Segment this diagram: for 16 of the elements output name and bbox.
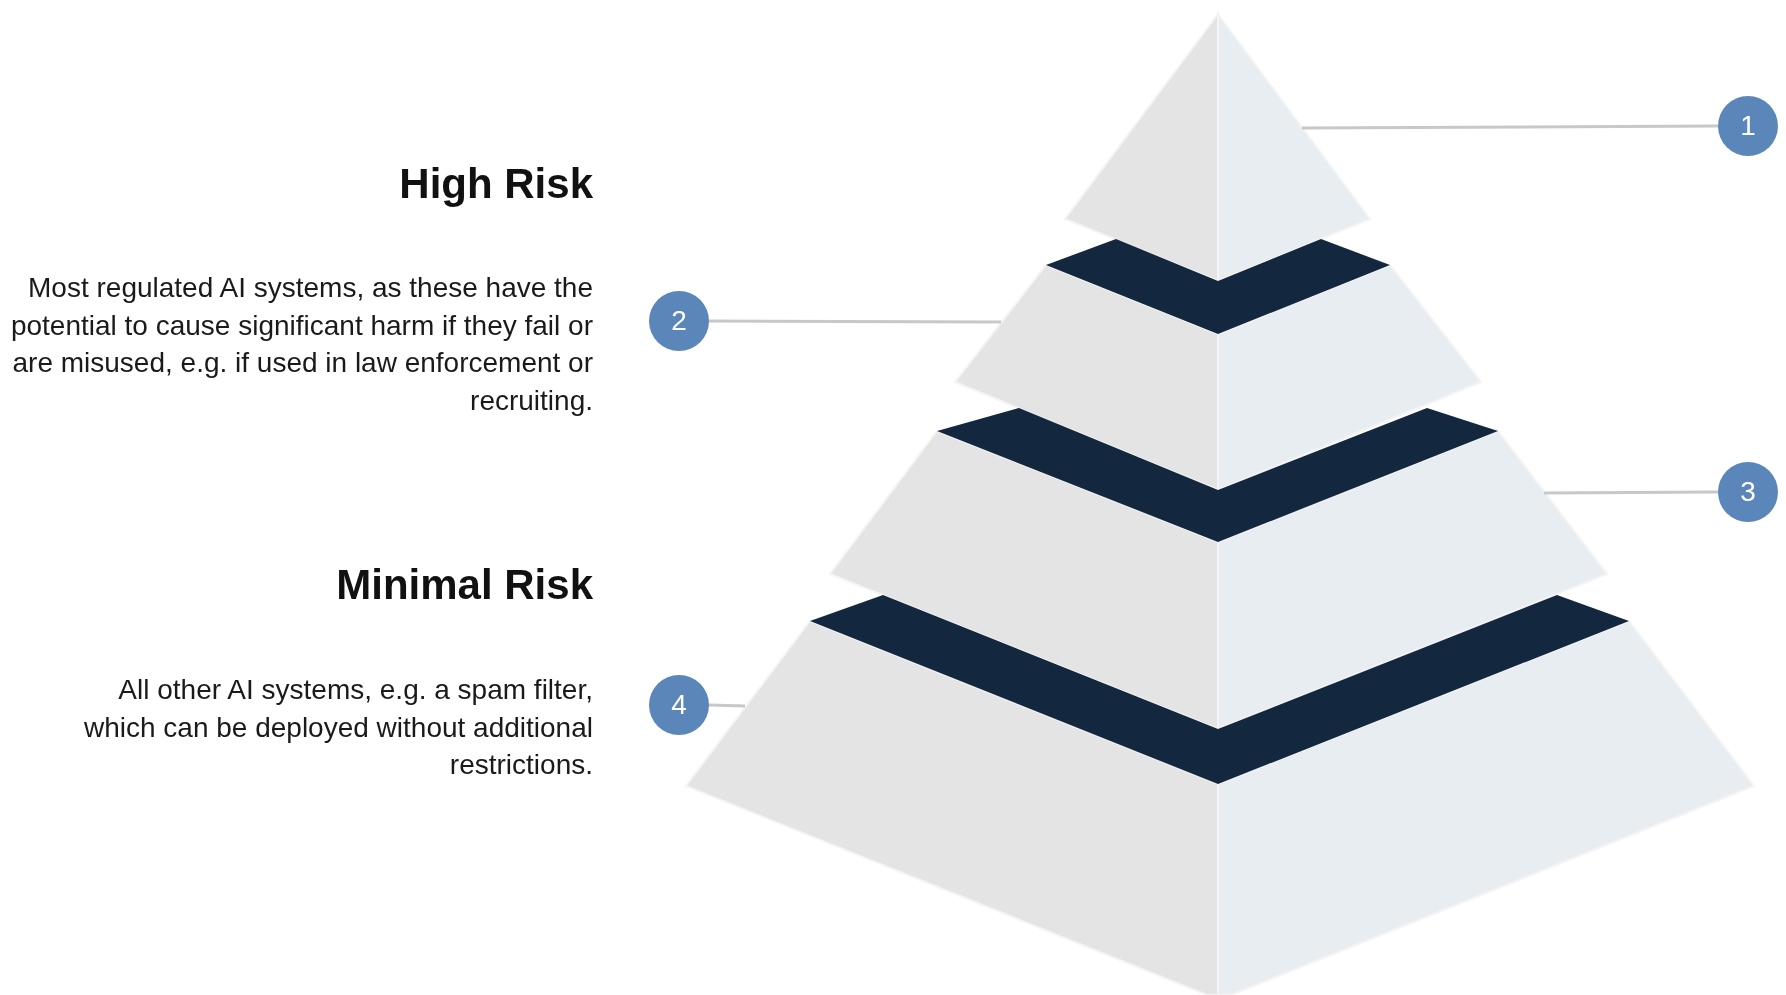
leader-line — [1302, 124, 1718, 130]
leader-line — [1544, 490, 1718, 495]
risk-heading: High Risk — [398, 160, 593, 208]
leader-line — [709, 319, 1001, 324]
risk-description: Most regulated AI systems, as these have the potential to cause significant harm if they fail or are misused, e.g. if used in law enforcement or recruiting. — [9, 271, 593, 418]
number-badge: 1 — [1718, 96, 1778, 156]
risk-description: All other AI systems, e.g. a spam filter, which can be deployed without additional restrictions. — [82, 673, 593, 782]
number-badge: 3 — [1718, 462, 1778, 522]
pyramid-tier — [686, 621, 1754, 995]
pyramid-top-tier — [1065, 14, 1370, 281]
pyramid-tier — [955, 265, 1481, 490]
pyramid-tier — [830, 431, 1607, 729]
number-badge: 4 — [649, 675, 709, 735]
risk-heading: Minimal Risk — [335, 561, 593, 609]
leader-line — [708, 703, 746, 708]
number-badge: 2 — [649, 291, 709, 351]
